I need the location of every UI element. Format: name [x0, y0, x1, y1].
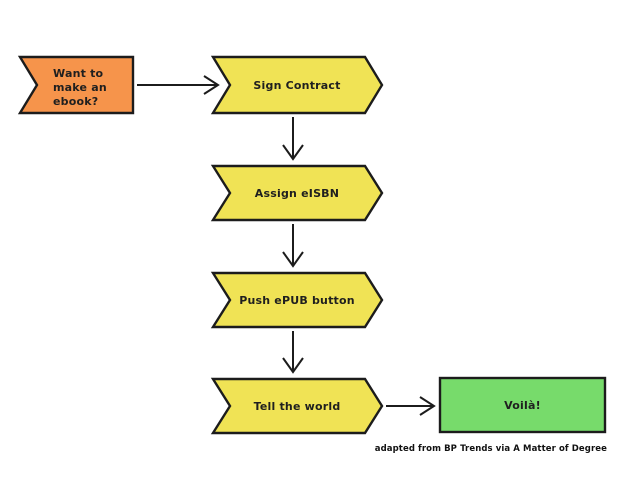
arrowhead-down-icon — [282, 357, 304, 374]
step4-node-shape — [210, 377, 384, 435]
edge-step4-end — [386, 396, 436, 416]
edge-start-step1 — [137, 75, 220, 95]
arrowhead-right-icon — [203, 75, 220, 95]
edge-step3-step4 — [282, 331, 304, 374]
edge-step2-step3 — [282, 224, 304, 268]
step1-node-shape — [210, 55, 384, 115]
arrowhead-down-icon — [282, 251, 304, 268]
arrowhead-down-icon — [282, 144, 304, 161]
arrowhead-right-icon — [419, 396, 436, 416]
attribution-caption: adapted from BP Trends via A Matter of D… — [374, 444, 607, 454]
step3-node-shape — [210, 271, 384, 329]
edge-step1-step2 — [282, 117, 304, 161]
end-node-shape — [438, 376, 607, 434]
start-node-shape — [17, 55, 135, 115]
step2-node-shape — [210, 164, 384, 222]
